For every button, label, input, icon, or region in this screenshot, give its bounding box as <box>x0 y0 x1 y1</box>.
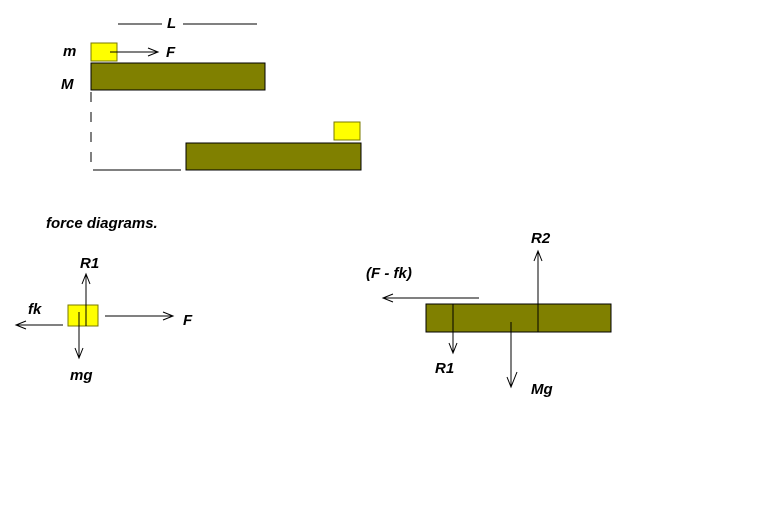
large-reaction-arrowhead <box>448 342 458 355</box>
large-net-force-label: (F - fk) <box>366 265 412 282</box>
small-block-final <box>333 121 361 141</box>
small-weight-arrowhead <box>74 347 84 360</box>
large-mass-label: M <box>61 76 74 93</box>
small-block-fbd-box <box>67 304 99 327</box>
small-block-fbd: R1 mg fk F <box>14 255 193 384</box>
large-reaction-label: R1 <box>435 360 454 377</box>
applied-force-arrowhead <box>147 47 160 57</box>
small-applied-force-label: F <box>183 312 193 329</box>
large-slab-final <box>185 142 362 171</box>
small-friction-label: fk <box>28 301 42 318</box>
applied-force-label: F <box>166 44 176 61</box>
small-normal-force-label: R1 <box>80 255 99 272</box>
large-weight-label: Mg <box>531 381 553 398</box>
setup-diagram: L m M F <box>61 15 362 171</box>
small-normal-force-arrowhead <box>81 272 91 285</box>
force-diagrams-caption: force diagrams. <box>46 215 158 232</box>
large-slab-fbd-box <box>425 303 612 333</box>
length-label: L <box>167 15 176 32</box>
small-friction-arrowhead <box>14 320 27 330</box>
small-mass-label: m <box>63 43 76 60</box>
small-weight-label: mg <box>70 367 93 384</box>
large-normal-force-label: R2 <box>531 230 551 247</box>
large-net-force-arrowhead <box>381 293 394 303</box>
small-applied-force-arrowhead <box>162 311 175 321</box>
large-slab-fbd: (F - fk) R2 R1 Mg <box>366 230 612 398</box>
large-weight-arrowhead <box>506 371 518 389</box>
large-normal-force-arrowhead <box>533 249 543 262</box>
large-slab-initial <box>90 62 266 91</box>
